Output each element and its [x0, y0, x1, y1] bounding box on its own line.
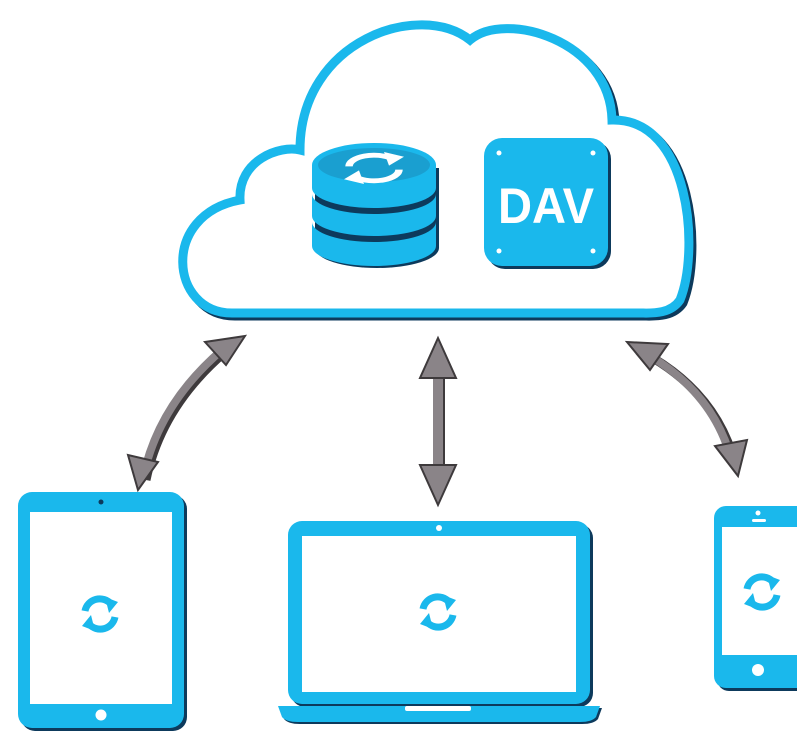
laptop-icon	[278, 521, 602, 724]
sync-arrow-center	[418, 335, 458, 508]
sync-arrow-right	[624, 340, 749, 479]
connection-arrows	[126, 334, 749, 508]
cloud-diagram: DAV	[178, 20, 697, 321]
dav-label: DAV	[498, 178, 595, 234]
sync-arrow-left	[126, 334, 248, 493]
database-sync-icon	[312, 143, 439, 268]
phone-icon	[714, 506, 797, 691]
dav-badge: DAV	[484, 138, 611, 269]
tablet-icon	[18, 492, 187, 731]
